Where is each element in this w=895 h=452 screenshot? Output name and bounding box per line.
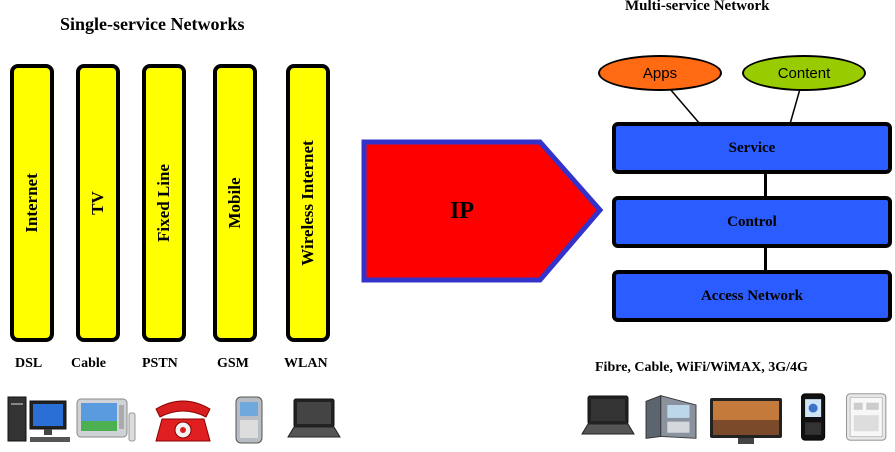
access-technologies: Fibre, Cable, WiFi/WiMAX, 3G/4G: [595, 360, 808, 375]
desktop-pc-icon: [7, 396, 70, 442]
control-layer: Control: [612, 196, 892, 248]
service-layer: Service: [612, 122, 892, 174]
tech-label: GSM: [217, 356, 249, 371]
mobile-phone-icon: [235, 396, 263, 444]
single-service-title: Single-service Networks: [60, 14, 245, 34]
tech-label: DSL: [15, 356, 43, 371]
smartphone-icon: [801, 393, 826, 441]
tech-label: WLAN: [284, 356, 328, 371]
service-column-mobile: Mobile: [213, 64, 257, 342]
ip-arrow: IP: [361, 139, 604, 283]
ip-phone-icon: [645, 395, 697, 439]
service-column-wireless-internet: Wireless Internet: [286, 64, 330, 342]
crt-tv-icon: [76, 398, 136, 442]
layer-connector: [764, 174, 767, 196]
tech-label: PSTN: [142, 356, 178, 371]
laptop-icon: [581, 395, 635, 435]
service-column-internet: Internet: [10, 64, 54, 342]
service-column-tv: TV: [76, 64, 120, 342]
ip-label: IP: [450, 198, 474, 224]
multi-service-title: Multi-service Network: [625, 0, 770, 14]
flat-tv-icon: [710, 398, 782, 444]
apps-bubble: Apps: [598, 55, 722, 91]
layer-connector: [764, 248, 767, 270]
service-column-fixed-line: Fixed Line: [142, 64, 186, 342]
rotary-phone-icon: [155, 400, 211, 442]
content-bubble: Content: [742, 55, 866, 91]
tech-label: Cable: [71, 356, 106, 371]
tablet-icon: [846, 393, 887, 441]
laptop-icon: [287, 398, 341, 438]
access-network-layer: Access Network: [612, 270, 892, 322]
